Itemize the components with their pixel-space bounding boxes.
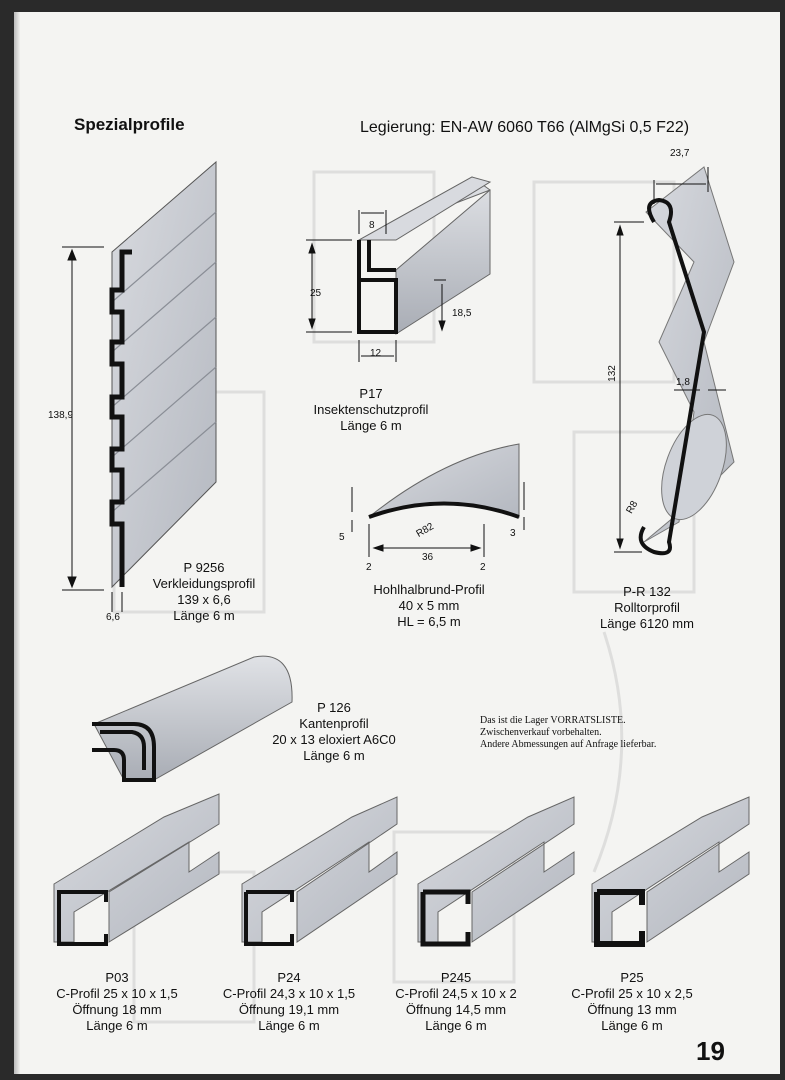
- p03-length: Länge 6 m: [86, 1018, 148, 1033]
- hohl-length: HL = 6,5 m: [397, 614, 461, 629]
- p25-code: P25: [620, 970, 644, 985]
- hohl-dim-w: 36: [422, 552, 434, 563]
- p25-length: Länge 6 m: [601, 1018, 663, 1033]
- p245-length: Länge 6 m: [425, 1018, 487, 1033]
- p9256-name: Verkleidungsprofil: [152, 576, 256, 591]
- p03-code: P03: [105, 970, 129, 985]
- p17-dim-top: 8: [369, 220, 375, 231]
- pr132-code: P-R 132: [623, 584, 671, 599]
- p245-drawing: [417, 796, 575, 947]
- p25-caption: P25 C-Profil 25 x 10 x 2,5 Öffnung 13 mm…: [552, 970, 712, 1034]
- p24-opening: Öffnung 19,1 mm: [238, 1002, 340, 1017]
- p126-code: P 126: [317, 700, 351, 715]
- p245-caption: P245 C-Profil 24,5 x 10 x 2 Öffnung 14,5…: [376, 970, 536, 1034]
- p245-opening: Öffnung 14,5 mm: [405, 1002, 507, 1017]
- p9256-code: P 9256: [183, 560, 225, 575]
- p9256-dim-depth: 6,6: [106, 612, 120, 623]
- p9256-dim-height: 138,9: [48, 410, 74, 421]
- hohlhalbrund-drawing: [351, 443, 525, 557]
- p03-name: C-Profil 25 x 10 x 1,5: [56, 986, 178, 1001]
- p24-name: C-Profil 24,3 x 10 x 1,5: [222, 986, 356, 1001]
- p03-caption: P03 C-Profil 25 x 10 x 1,5 Öffnung 18 mm…: [42, 970, 192, 1034]
- pr132-drawing: [614, 166, 735, 556]
- p9256-drawing: [62, 160, 217, 612]
- p25-opening: Öffnung 13 mm: [587, 1002, 677, 1017]
- p24-code: P24: [277, 970, 301, 985]
- p17-name: Insektenschutzprofil: [313, 402, 429, 417]
- pr132-dim-thick: 1,8: [676, 377, 690, 388]
- pr132-length: Länge 6120 mm: [600, 616, 694, 631]
- p25-name: C-Profil 25 x 10 x 2,5: [571, 986, 693, 1001]
- stock-note: Das ist die Lager VORRATSLISTE. Zwischen…: [480, 715, 656, 751]
- p9256-size: 139 x 6,6: [177, 592, 231, 607]
- p17-drawing: [306, 176, 492, 362]
- hohl-name: Hohlhalbrund-Profil: [373, 582, 485, 597]
- p17-length: Länge 6 m: [340, 418, 402, 433]
- pr132-name: Rolltorprofil: [614, 600, 680, 615]
- stock-note-line1: Das ist die Lager VORRATSLISTE.: [480, 715, 626, 726]
- hohl-dim-h: 5: [339, 532, 345, 543]
- profile-drawings: [53, 160, 750, 947]
- pr132-dim-height: 132: [606, 365, 618, 382]
- catalog-page: Spezialprofile Legierung: EN-AW 6060 T66…: [14, 12, 780, 1074]
- p24-drawing: [241, 796, 398, 946]
- p24-length: Länge 6 m: [258, 1018, 320, 1033]
- alloy-spec: Legierung: EN-AW 6060 T66 (AlMgSi 0,5 F2…: [360, 119, 690, 136]
- p17-dim-width: 12: [370, 348, 382, 359]
- p126-caption: P 126 Kantenprofil 20 x 13 eloxiert A6C0…: [254, 700, 414, 764]
- hohl-size: 40 x 5 mm: [398, 598, 460, 613]
- p17-caption: P17 Insektenschutzprofil Länge 6 m: [296, 386, 446, 434]
- p17-dim-inner: 18,5: [452, 308, 472, 319]
- p03-opening: Öffnung 18 mm: [72, 1002, 162, 1017]
- p9256-caption: P 9256 Verkleidungsprofil 139 x 6,6 Läng…: [134, 560, 274, 624]
- p25-drawing: [591, 796, 750, 947]
- p245-code: P245: [440, 970, 472, 985]
- p126-name: Kantenprofil: [299, 716, 369, 731]
- p17-dim-height: 25: [310, 288, 322, 299]
- p245-name: C-Profil 24,5 x 10 x 2: [395, 986, 517, 1001]
- hohl-dim-edge-right: 2: [480, 562, 486, 573]
- hohl-dim-edge-left: 2: [366, 562, 372, 573]
- p17-code: P17: [359, 386, 383, 401]
- page-title: Spezialprofile: [74, 115, 185, 134]
- page-number: 19: [696, 1036, 725, 1066]
- p24-caption: P24 C-Profil 24,3 x 10 x 1,5 Öffnung 19,…: [204, 970, 374, 1034]
- stock-note-line3: Andere Abmessungen auf Anfrage lieferbar…: [480, 739, 657, 750]
- p126-drawing: [92, 655, 293, 782]
- hohl-dim-t: 3: [510, 528, 516, 539]
- p126-size: 20 x 13 eloxiert A6C0: [272, 732, 396, 747]
- binding-shadow: [14, 12, 20, 1074]
- stock-note-line2: Zwischenverkauf vorbehalten.: [480, 727, 602, 738]
- pr132-dim-top: 23,7: [670, 148, 690, 159]
- hohl-caption: Hohlhalbrund-Profil 40 x 5 mm HL = 6,5 m: [354, 582, 504, 630]
- p9256-length: Länge 6 m: [173, 608, 235, 623]
- pr132-caption: P-R 132 Rolltorprofil Länge 6120 mm: [582, 584, 712, 632]
- p126-length: Länge 6 m: [303, 748, 365, 763]
- p03-drawing: [53, 793, 220, 946]
